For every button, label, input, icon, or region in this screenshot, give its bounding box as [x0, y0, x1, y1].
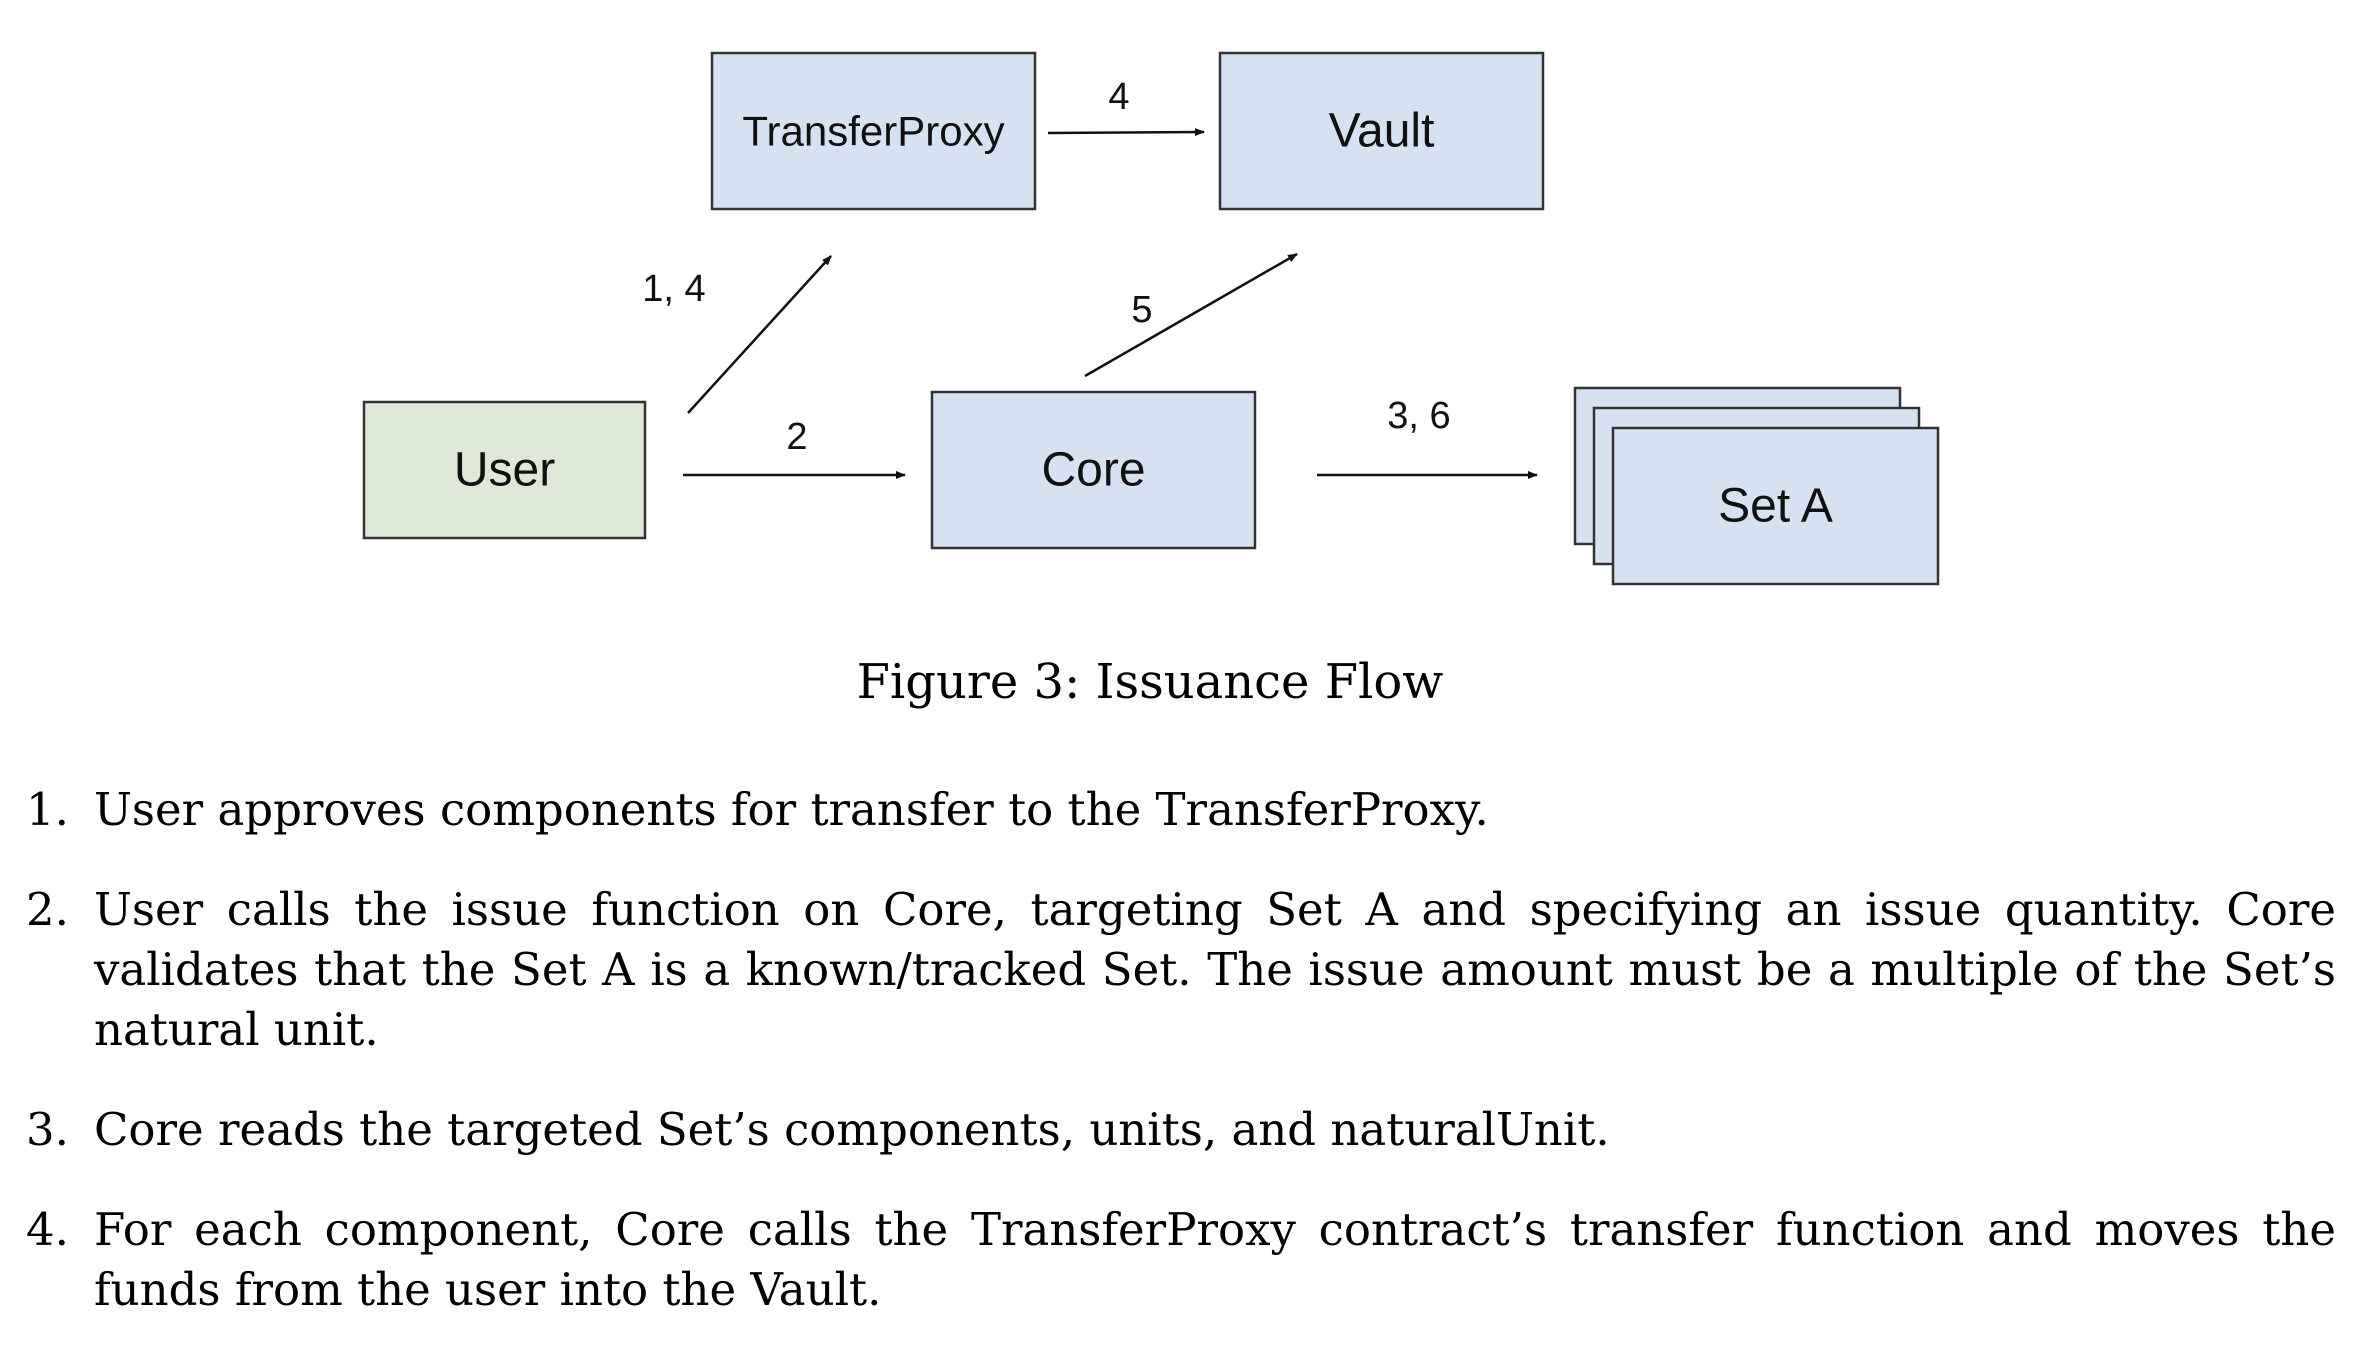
- edge-label-transferproxy-to-vault: 4: [1108, 76, 1129, 118]
- edge-label-core-to-vault: 5: [1131, 289, 1152, 331]
- node-core-box: [930, 390, 1257, 550]
- step-item: 1. User approves components for transfer …: [26, 780, 2336, 840]
- step-item: 4. For each component, Core calls the Tra…: [26, 1200, 2336, 1320]
- figure-caption: Figure 3: Issuance Flow: [856, 654, 1444, 710]
- arrow-core-to-vault: [1084, 252, 1298, 378]
- step-item: 3. Core reads the targeted Set’s componen…: [26, 1100, 2336, 1160]
- edge-label-core-to-seta: 3, 6: [1387, 395, 1450, 437]
- node-user-label: User: [454, 444, 555, 497]
- node-user: User: [362, 400, 647, 540]
- step-text: Core reads the targeted Set’s components…: [94, 1103, 1610, 1156]
- node-vault-label: Vault: [1329, 105, 1435, 158]
- edge-label-user-to-core: 2: [786, 416, 807, 458]
- arrow-user-to-transferproxy: [687, 255, 832, 414]
- node-core-label: Core: [1041, 444, 1145, 497]
- step-text: For each component, Core calls the Trans…: [94, 1203, 2336, 1316]
- step-number: 3.: [26, 1103, 69, 1156]
- node-transferproxy: TransferProxy: [710, 51, 1037, 211]
- node-vault-box: [1218, 51, 1545, 211]
- step-item: 2. User calls the issue function on Core,…: [26, 880, 2336, 1060]
- edge-label-user-to-transferproxy: 1, 4: [642, 268, 705, 310]
- node-vault: Vault: [1218, 51, 1545, 211]
- step-text: User approves components for transfer to…: [94, 783, 1489, 836]
- step-number: 4.: [26, 1203, 69, 1256]
- arrow-transferproxy-to-vault: [1047, 128, 1205, 137]
- node-core: Core: [930, 390, 1257, 550]
- step-text: User calls the issue function on Core, t…: [94, 883, 2336, 1056]
- node-seta-label: Set A: [1718, 480, 1833, 533]
- node-transferproxy-box: [710, 51, 1037, 211]
- step-number: 2.: [26, 883, 69, 936]
- node-seta-box: [1611, 426, 1940, 586]
- step-number: 1.: [26, 783, 69, 836]
- node-seta: Set A: [1573, 386, 1940, 586]
- node-user-box: [362, 400, 647, 540]
- node-transferproxy-label: TransferProxy: [742, 108, 1004, 155]
- step-list: 1. User approves components for transfer …: [26, 780, 2336, 1360]
